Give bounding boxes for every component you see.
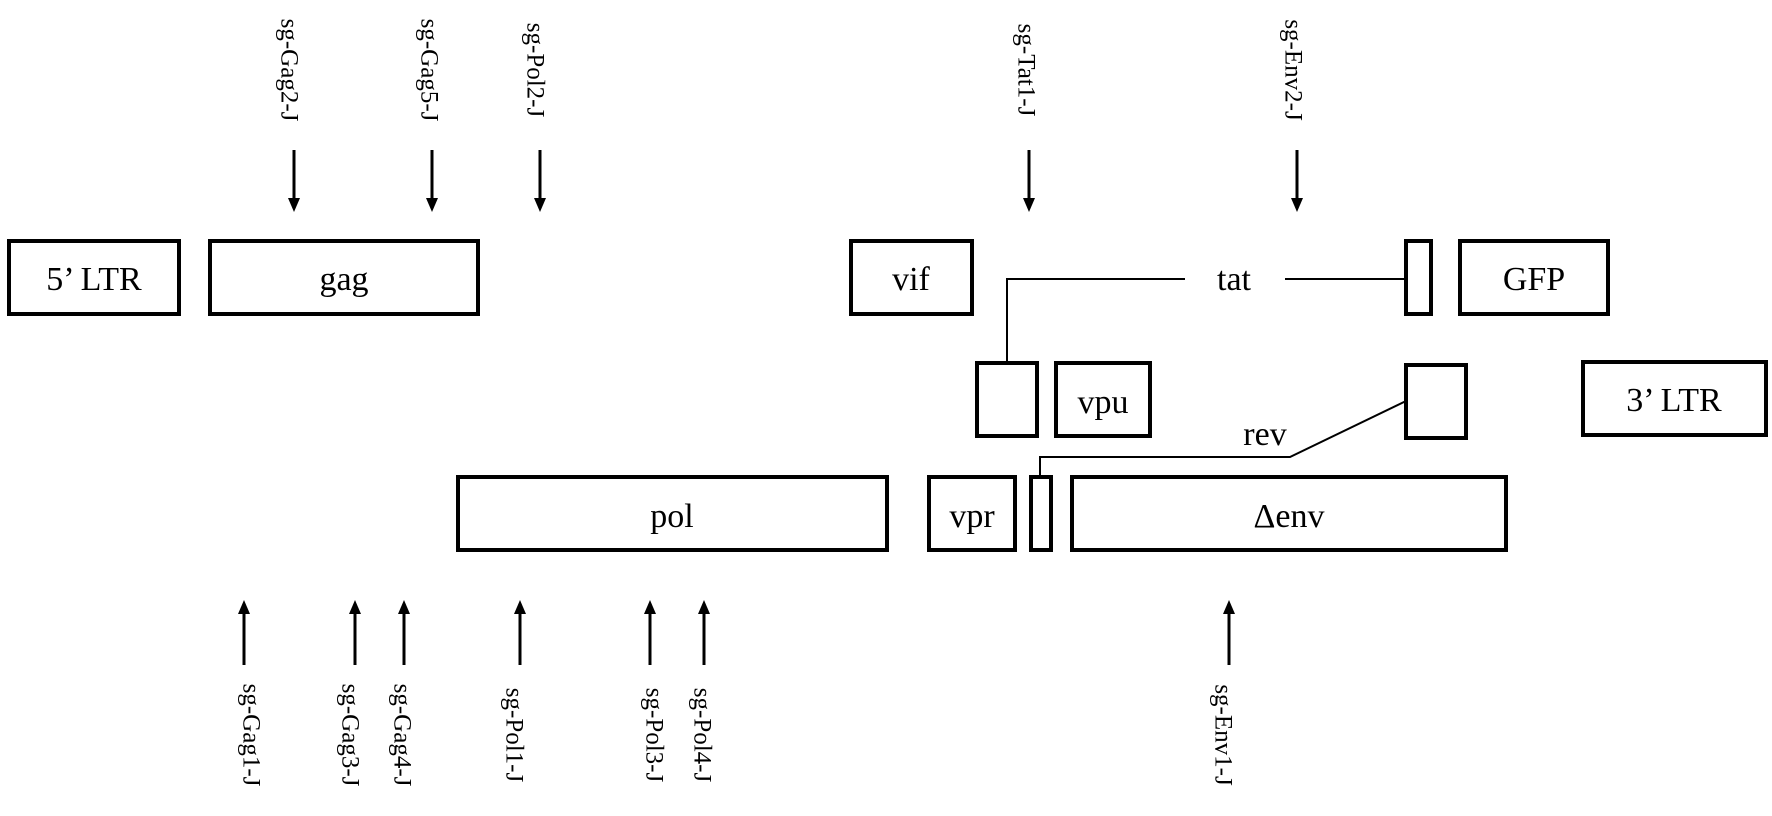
guide-bottom-pol1-label: sg-Pol1-J: [500, 688, 527, 783]
gag-label: gag: [319, 261, 368, 298]
ltr3-box: 3’ LTR: [1581, 360, 1768, 437]
vif-box: vif: [849, 239, 974, 316]
guide-top-env2: sg-Env2-J: [1279, 19, 1306, 212]
guide-bottom-gag3-arrow: [349, 600, 361, 614]
guide-top-gag5-arrow: [426, 198, 438, 212]
guide-top-env2-label: sg-Env2-J: [1279, 19, 1306, 121]
guide-top-tat1: sg-Tat1-J: [1012, 24, 1039, 212]
guide-bottom-pol3-label: sg-Pol3-J: [640, 688, 667, 783]
guide-bottom-gag1: sg-Gag1-J: [237, 600, 264, 787]
guide-top-gag2-arrow: [288, 198, 300, 212]
guide-top-gag5: sg-Gag5-J: [415, 19, 442, 212]
guide-bottom-gag1-label: sg-Gag1-J: [237, 684, 264, 787]
tat-label: tat: [1217, 261, 1252, 298]
guide-bottom-gag1-arrow: [238, 600, 250, 614]
guide-bottom-gag4-label: sg-Gag4-J: [388, 684, 415, 787]
tat-exon1: [975, 361, 1039, 438]
guide-top-tat1-arrow: [1023, 198, 1035, 212]
vpu-label: vpu: [1078, 384, 1129, 421]
guide-bottom-pol1: sg-Pol1-J: [500, 600, 527, 782]
rev-label: rev: [1243, 416, 1286, 453]
guide-top-tat1-label: sg-Tat1-J: [1012, 24, 1039, 117]
guide-bottom-pol4: sg-Pol4-J: [688, 600, 715, 782]
guide-bottom-gag4: sg-Gag4-J: [388, 600, 415, 787]
pol-box: pol: [456, 475, 889, 552]
guide-bottom-gag4-arrow: [398, 600, 410, 614]
env-label: Δenv: [1254, 498, 1325, 535]
ltr5-box: 5’ LTR: [7, 239, 181, 316]
ltr5-label: 5’ LTR: [46, 261, 142, 298]
guide-bottom-gag3-label: sg-Gag3-J: [336, 684, 363, 787]
tat-splice-line-left: [1006, 278, 1185, 363]
env-box: Δenv: [1070, 475, 1508, 552]
vpr-box: vpr: [927, 475, 1017, 552]
guide-top-pol2-arrow: [534, 198, 546, 212]
rev-exon1: [1029, 475, 1053, 552]
vpu-box: vpu: [1054, 361, 1152, 438]
vif-label: vif: [892, 261, 930, 298]
guide-bottom-env1-arrow: [1223, 600, 1235, 614]
guide-bottom-pol1-arrow: [514, 600, 526, 614]
guide-top-env2-arrow: [1291, 198, 1303, 212]
guide-top-pol2: sg-Pol2-J: [521, 23, 548, 212]
ltr3-label: 3’ LTR: [1626, 382, 1722, 419]
gag-box: gag: [208, 239, 480, 316]
vpr-label: vpr: [949, 498, 995, 535]
guide-bottom-pol3-arrow: [644, 600, 656, 614]
guide-top-gag5-label: sg-Gag5-J: [415, 19, 442, 122]
tat-exon2: [1404, 239, 1433, 316]
guide-bottom-env1-label: sg-Env1-J: [1209, 684, 1236, 786]
guide-top-pol2-label: sg-Pol2-J: [521, 23, 548, 118]
guide-top-gag2-label: sg-Gag2-J: [275, 19, 302, 122]
pol-label: pol: [650, 498, 693, 535]
rev-splice-line: [1039, 400, 1407, 477]
guide-bottom-env1: sg-Env1-J: [1209, 600, 1236, 786]
guide-bottom-gag3: sg-Gag3-J: [336, 600, 363, 787]
gfp-box: GFP: [1458, 239, 1610, 316]
gfp-label: GFP: [1503, 261, 1565, 298]
guide-top-gag2: sg-Gag2-J: [275, 19, 302, 212]
guide-bottom-pol4-arrow: [698, 600, 710, 614]
rev-exon2: [1404, 363, 1468, 440]
guide-bottom-pol4-label: sg-Pol4-J: [688, 688, 715, 783]
guide-bottom-pol3: sg-Pol3-J: [640, 600, 667, 782]
